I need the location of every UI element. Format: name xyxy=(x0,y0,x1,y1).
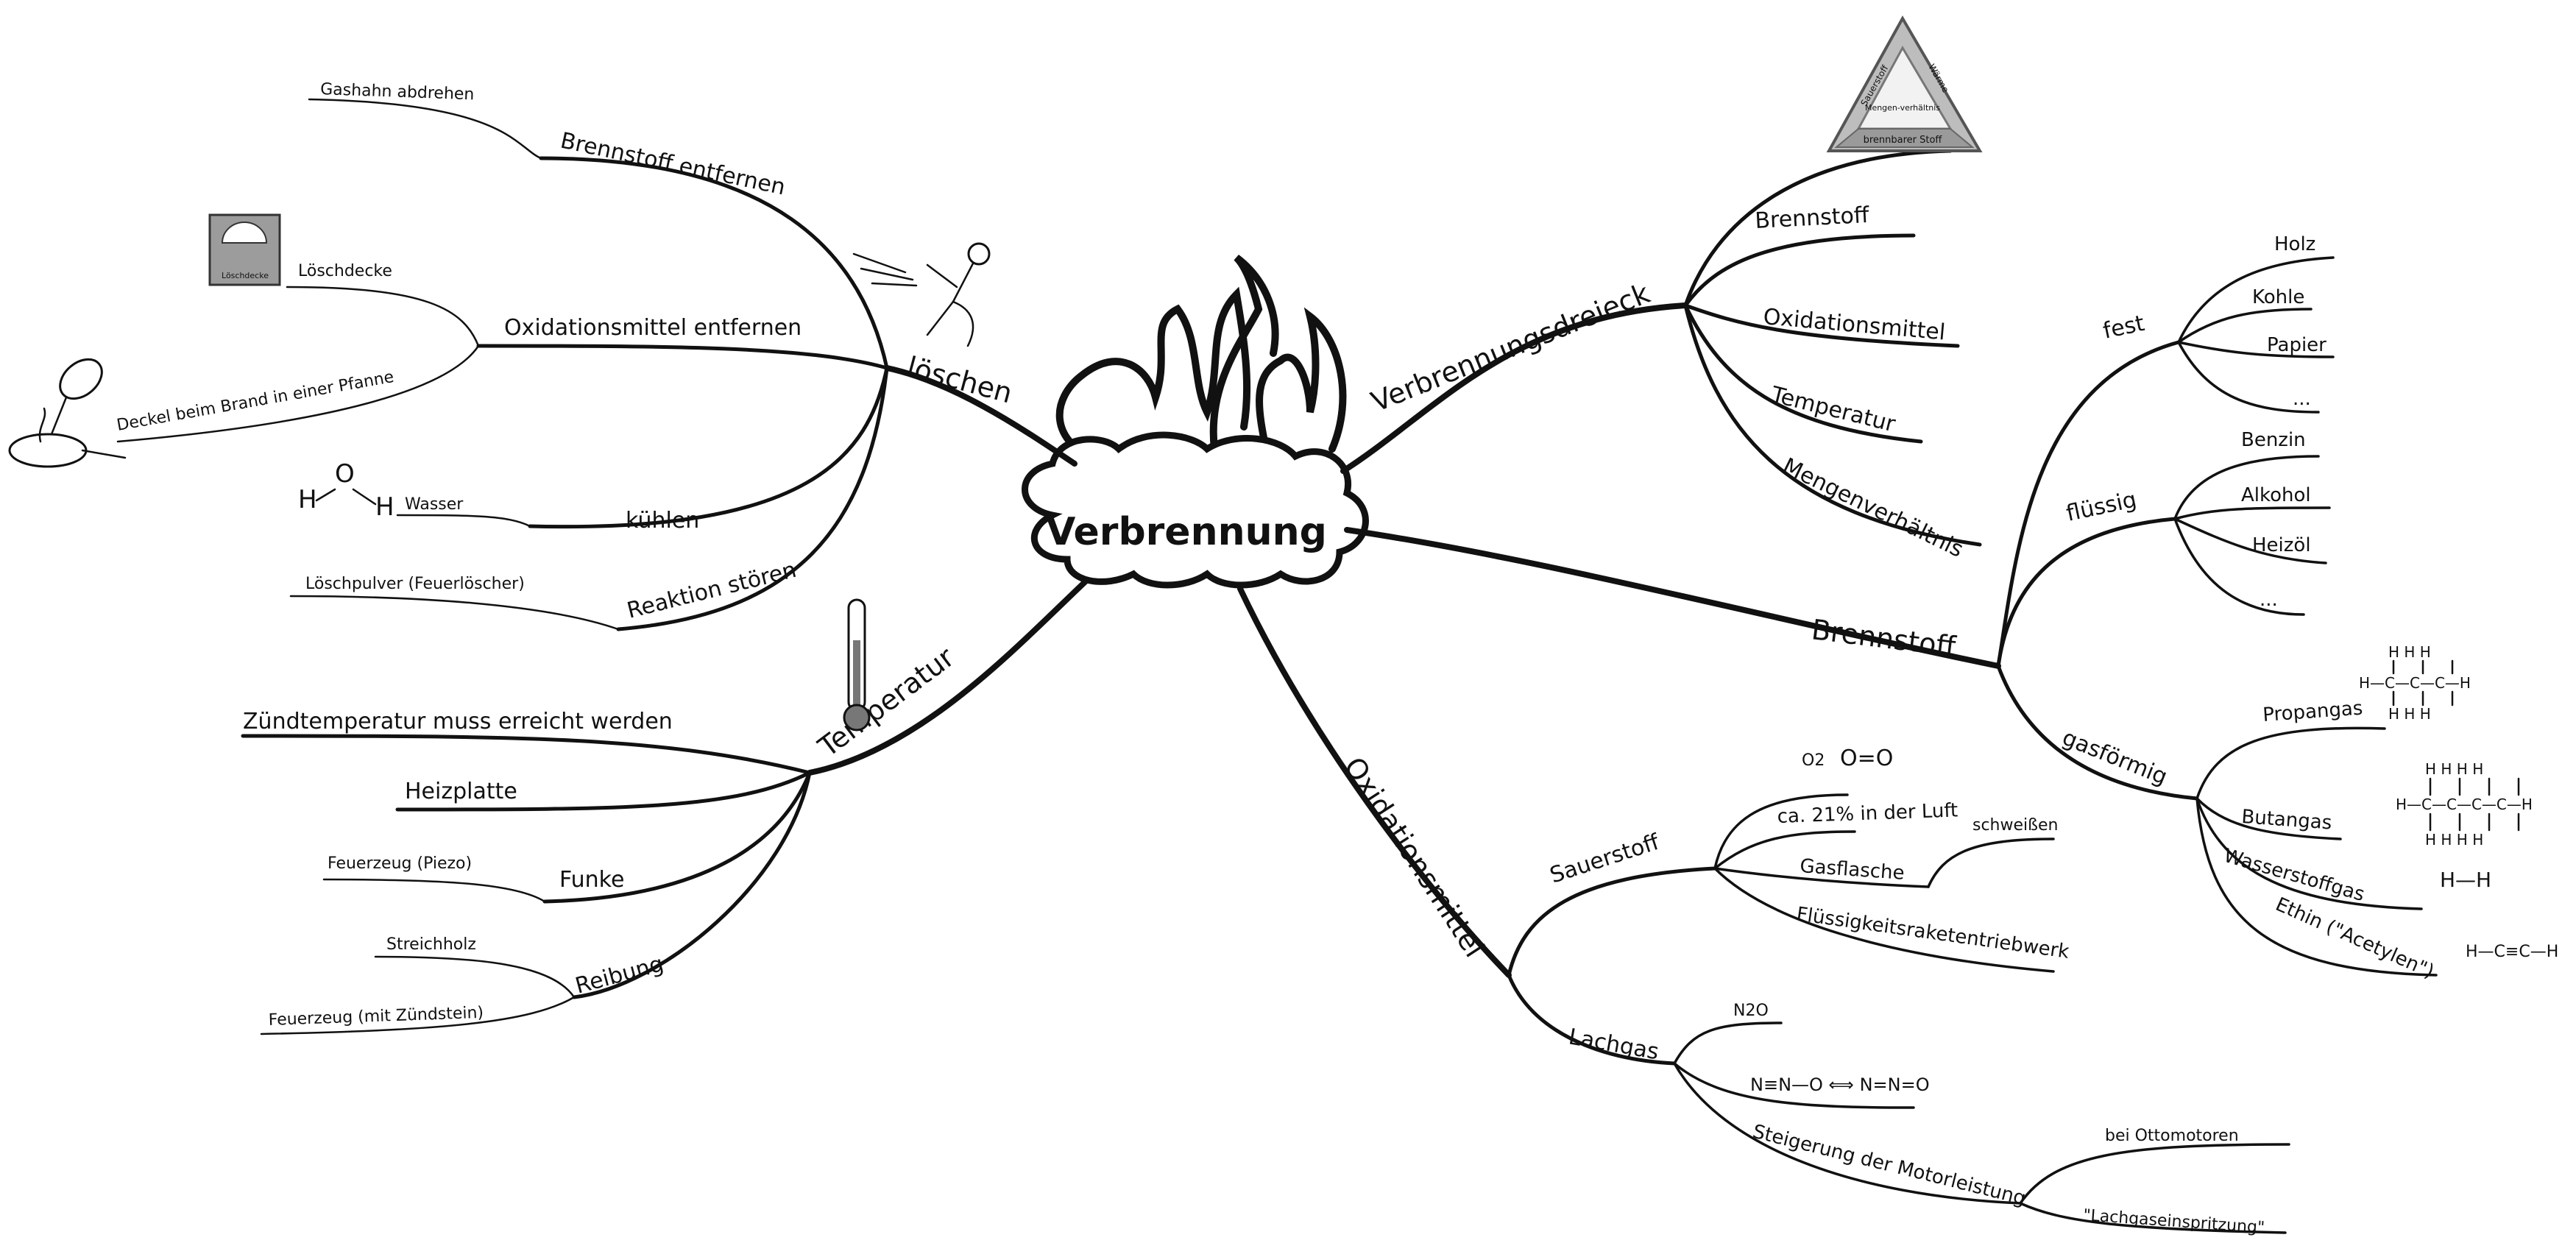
oxidationsmittel-label: Oxidationsmittel xyxy=(1337,751,1490,963)
heizplatte-label: Heizplatte xyxy=(405,779,517,804)
kuehlen-label: kühlen xyxy=(626,508,699,534)
loeschpulver-label: Löschpulver (Feuerlöscher) xyxy=(305,575,525,593)
svg-text:H H H: H H H xyxy=(2388,705,2431,723)
gas-item-propangas: Propangas xyxy=(2262,698,2363,726)
wasser-label: Wasser xyxy=(405,495,464,514)
feuerzeug-piezo-label: Feuerzeug (Piezo) xyxy=(328,854,472,873)
streichholz-label: Streichholz xyxy=(386,935,476,954)
butane-formula-icon: H—C—C—C—C—H H H H H H H H H xyxy=(2396,760,2533,849)
triangle-center-label: Mengen-verhältnis xyxy=(1865,103,1940,113)
flame-icon xyxy=(1055,255,1347,467)
triangle-bottom-label: brennbarer Stoff xyxy=(1864,135,1943,146)
ethin-formula: H—C≡C—H xyxy=(2466,943,2558,961)
water-o: O xyxy=(335,459,355,489)
dreieck-item-temperatur: Temperatur xyxy=(1768,382,1898,438)
wasserstoff-formula: H—H xyxy=(2440,868,2491,892)
fire-blanket-icon-text: Löschdecke xyxy=(222,271,269,280)
fest-item-holz: Holz xyxy=(2274,233,2315,255)
pan-lid-icon xyxy=(8,358,127,468)
sauerstoff-formula: O=O xyxy=(1840,746,1893,771)
motor-item-otto: bei Ottomotoren xyxy=(2105,1127,2239,1145)
water-h-left: H xyxy=(298,485,317,514)
fluessig-item-benzin: Benzin xyxy=(2241,429,2306,451)
gas-item-wasserstoffgas: Wasserstoffgas xyxy=(2221,845,2367,906)
fest-item-papier: Papier xyxy=(2267,334,2326,356)
loeschdecke-label: Löschdecke xyxy=(298,262,392,280)
dreieck-item-brennstoff: Brennstoff xyxy=(1755,202,1871,234)
sauerstoff-label: Sauerstoff xyxy=(1547,829,1663,888)
gasflasche-sub-schweissen: schweißen xyxy=(1972,816,2058,835)
motor-item-einspritzung: "Lachgaseinspritzung" xyxy=(2083,1206,2265,1237)
svg-text:H H H: H H H xyxy=(2388,643,2431,661)
water-h-right: H xyxy=(375,492,394,522)
fluessig-item-more: ... xyxy=(2260,589,2278,611)
dreieck-item-mengenverhaeltnis: Mengenverhältnis xyxy=(1778,453,1967,563)
lachgas-resonance: N≡N—O ⟺ N=N=O xyxy=(1750,1074,1930,1095)
center-title: Verbrennung xyxy=(1046,510,1327,554)
fluessig-item-alkohol: Alkohol xyxy=(2241,484,2311,506)
fest-item-kohle: Kohle xyxy=(2252,286,2304,308)
center-cloud: Verbrennung xyxy=(1022,431,1369,589)
water-molecule-icon: O H H xyxy=(298,459,394,522)
brennstoff-entfernen-label: Brennstoff entfernen xyxy=(558,128,788,201)
lachgas-formula: N2O xyxy=(1733,1002,1769,1020)
verbrennungsdreieck-label: Verbrennungsdreieck xyxy=(1367,277,1655,418)
deckel-label: Deckel beim Brand in einer Pfanne xyxy=(116,368,395,435)
funke-label: Funke xyxy=(559,867,624,893)
gas-item-ethin: Ethin ("Acetylen") xyxy=(2272,893,2437,983)
lachgas-label: Lachgas xyxy=(1567,1024,1661,1065)
loeschen-label: löschen xyxy=(904,350,1016,409)
fire-blanket-icon: Löschdecke xyxy=(208,213,281,286)
thermometer-icon xyxy=(843,598,871,732)
fest-label: fest xyxy=(2101,311,2147,344)
fluessig-label: flüssig xyxy=(2064,487,2139,527)
svg-text:H—C—C—C—C—H: H—C—C—C—C—H xyxy=(2396,796,2533,813)
svg-text:H—C—C—C—H: H—C—C—C—H xyxy=(2359,674,2471,692)
combustion-triangle-icon: Sauerstoff Wärme brennbarer Stoff Mengen… xyxy=(1826,15,1983,152)
propane-formula-icon: H—C—C—C—H H H H H H H xyxy=(2359,643,2471,723)
sauerstoff-item-luft: ca. 21% in der Luft xyxy=(1777,799,1958,828)
extinguisher-icon xyxy=(852,242,991,347)
reibung-label: Reibung xyxy=(573,951,666,999)
svg-text:H H H H: H H H H xyxy=(2425,760,2483,778)
oxidationsmittel-entfernen-label: Oxidationsmittel entfernen xyxy=(504,315,802,341)
fluessig-item-heizoel: Heizöl xyxy=(2252,534,2311,556)
brennstoff-label: Brennstoff xyxy=(1810,613,1958,663)
sauerstoff-formula-prefix: O2 xyxy=(1802,751,1825,770)
svg-text:H H H H: H H H H xyxy=(2425,831,2483,849)
zuendtemperatur-label: Zündtemperatur muss erreicht werden xyxy=(243,709,673,734)
lachgas-motor: Steigerung der Motorleistung xyxy=(1750,1121,2028,1210)
fest-item-more: ... xyxy=(2293,388,2311,410)
